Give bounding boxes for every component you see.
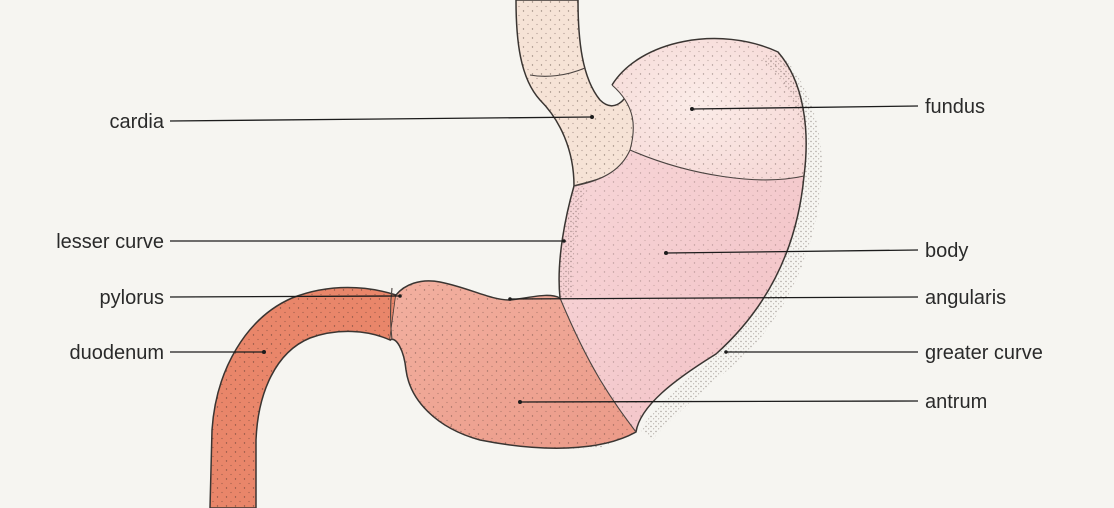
label-greater-curve: greater curve: [925, 342, 1043, 364]
label-antrum: antrum: [925, 391, 987, 413]
label-body: body: [925, 240, 968, 262]
label-fundus: fundus: [925, 96, 985, 118]
label-angularis: angularis: [925, 287, 1006, 309]
label-cardia: cardia: [110, 111, 165, 133]
label-duodenum: duodenum: [69, 342, 164, 364]
leader-line-cardia: [170, 117, 592, 121]
duodenum-region: [210, 288, 396, 508]
label-lesser-curve: lesser curve: [56, 231, 164, 253]
label-pylorus: pylorus: [100, 287, 164, 309]
